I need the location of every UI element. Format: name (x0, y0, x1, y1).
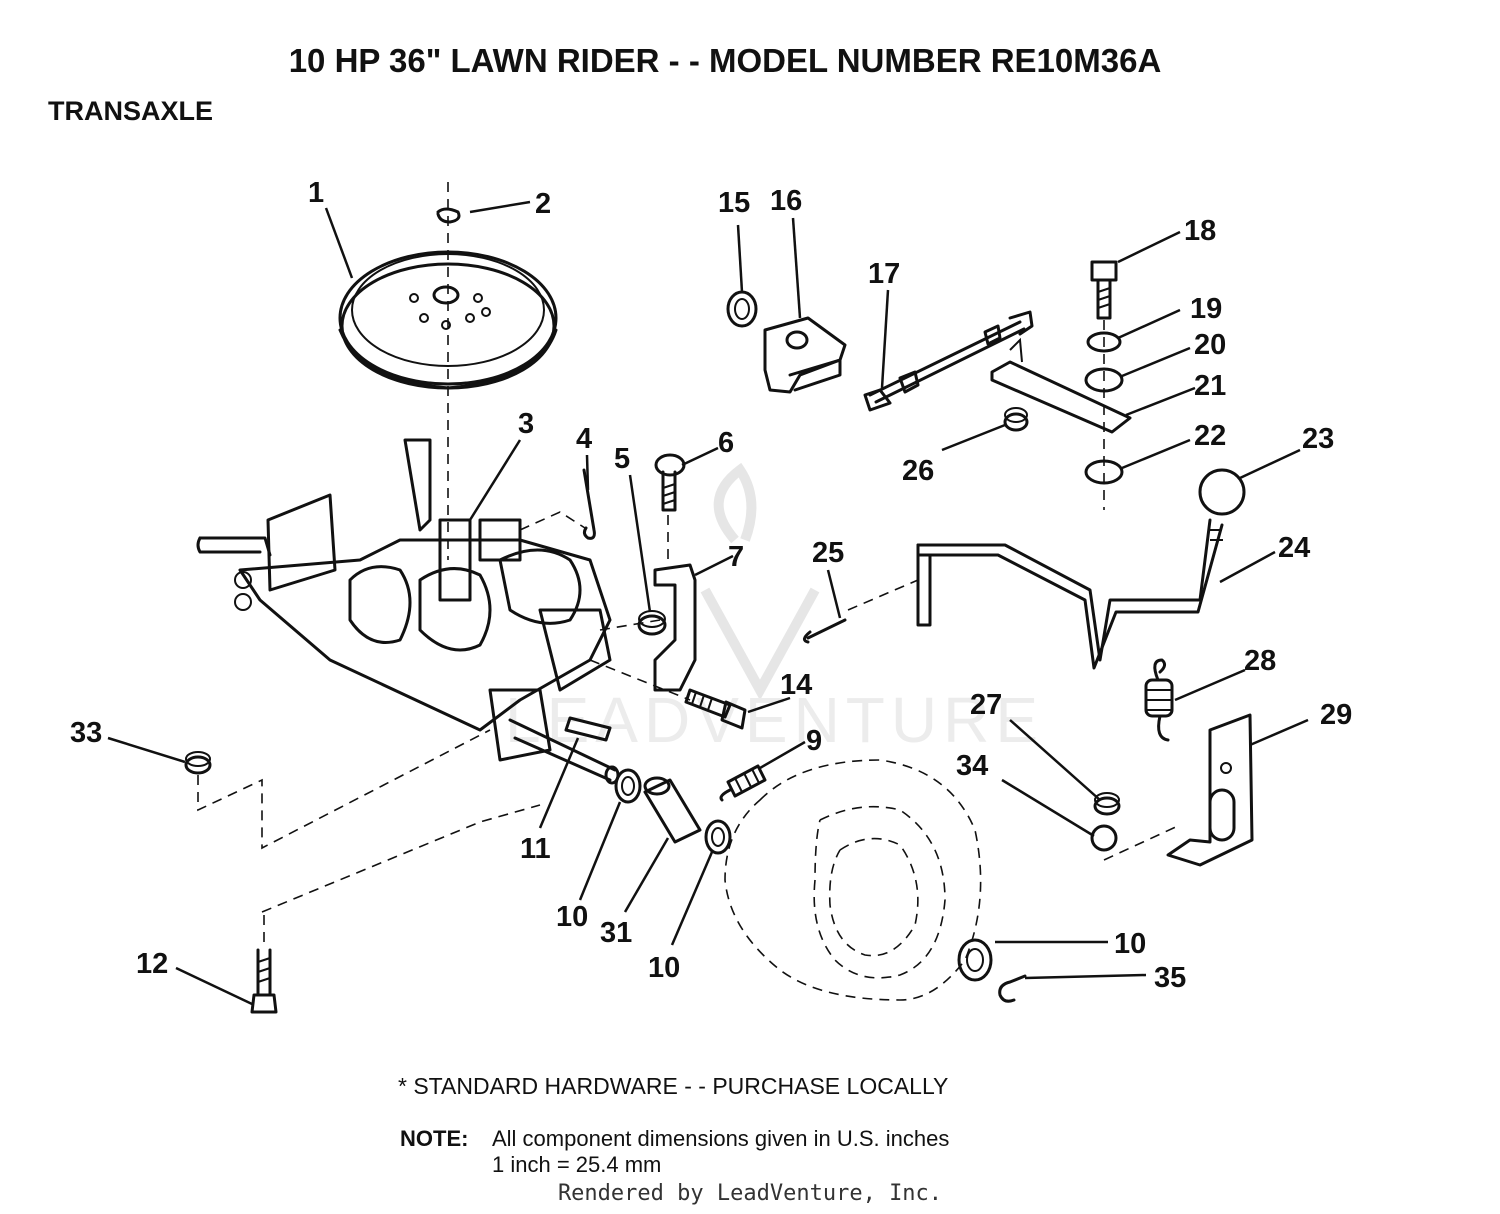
bolt-18 (1090, 260, 1118, 320)
washer-15 (726, 290, 758, 328)
callout-31: 31 (600, 917, 632, 949)
control-rod-17 (863, 310, 1034, 412)
nut-26 (1003, 407, 1029, 432)
callout-35: 35 (1154, 962, 1186, 994)
callout-24: 24 (1278, 532, 1310, 564)
callout-1: 1 (308, 177, 324, 209)
callout-9: 9 (806, 725, 822, 757)
callout-17: 17 (868, 258, 900, 290)
callout-7: 7 (728, 541, 744, 573)
callout-labels: 1 2 3 4 5 6 7 9 10 10 10 11 12 14 15 16 … (70, 177, 1352, 994)
callout-25: 25 (812, 537, 844, 569)
washer-19 (1086, 331, 1122, 353)
callout-34: 34 (956, 750, 988, 782)
note-conversion: 1 inch = 25.4 mm (492, 1152, 662, 1177)
callout-33: 33 (70, 717, 102, 749)
callout-23: 23 (1302, 423, 1334, 455)
bracket-16 (763, 316, 847, 394)
watermark-text: LEADVENTURE (505, 684, 1044, 756)
washer-22 (1084, 459, 1124, 485)
bracket-29 (1166, 713, 1254, 867)
bracket-7 (653, 563, 697, 692)
callout-14: 14 (780, 669, 812, 701)
callout-10a: 10 (556, 901, 588, 933)
callout-20: 20 (1194, 329, 1226, 361)
bolt-14 (684, 688, 747, 730)
callout-22: 22 (1194, 420, 1226, 452)
transaxle-housing (196, 438, 620, 785)
callout-26: 26 (902, 455, 934, 487)
nut-27 (1093, 792, 1121, 816)
shift-lever-24 (916, 518, 1224, 670)
callout-11: 11 (520, 833, 551, 865)
callout-29: 29 (1320, 699, 1352, 731)
callout-27: 27 (970, 689, 1002, 721)
callout-2: 2 (535, 188, 551, 220)
cotter-pin (582, 468, 596, 540)
callout-3: 3 (518, 408, 534, 440)
callout-4: 4 (576, 423, 592, 455)
callout-12: 12 (136, 948, 168, 980)
page-title: 10 HP 36" LAWN RIDER - - MODEL NUMBER RE… (288, 42, 1162, 79)
render-credit: Rendered by LeadVenture, Inc. (557, 1181, 943, 1206)
callout-28: 28 (1244, 645, 1276, 677)
callout-6: 6 (718, 427, 734, 459)
note-label: NOTE: (400, 1126, 469, 1151)
lock-washer-34 (1090, 824, 1118, 852)
washer-10d (957, 938, 993, 982)
section-title: TRANSAXLE (48, 96, 214, 126)
callout-16: 16 (770, 185, 802, 217)
watermark-logo: LEADVENTURE (505, 462, 1044, 756)
leader-lines (107, 200, 1309, 1006)
spring-9 (719, 764, 767, 802)
washer-10b (704, 819, 732, 855)
pin-25 (803, 618, 847, 644)
callout-18: 18 (1184, 215, 1216, 247)
nut-5 (637, 610, 667, 636)
callout-15: 15 (718, 187, 750, 219)
washer-10a (614, 768, 642, 804)
spacer-31 (643, 776, 702, 844)
carriage-bolt-6 (654, 453, 686, 512)
axle-key-11 (564, 716, 612, 742)
knob-23 (1198, 468, 1246, 516)
plate-21 (990, 360, 1132, 434)
callout-21: 21 (1194, 370, 1226, 402)
callout-19: 19 (1190, 293, 1222, 325)
spring-28 (1144, 658, 1174, 742)
callout-10c: 10 (1114, 928, 1146, 960)
e-clip-35 (998, 974, 1027, 1003)
callout-10b: 10 (648, 952, 680, 984)
standard-hardware-note: * STANDARD HARDWARE - - PURCHASE LOCALLY (398, 1073, 949, 1099)
bolt-12 (250, 948, 278, 1014)
e-clip (436, 207, 461, 224)
rear-wheel (724, 759, 982, 1001)
note-dimensions: All component dimensions given in U.S. i… (492, 1126, 950, 1151)
washer-20 (1084, 367, 1124, 393)
nut-33 (184, 751, 212, 775)
callout-5: 5 (614, 443, 630, 475)
